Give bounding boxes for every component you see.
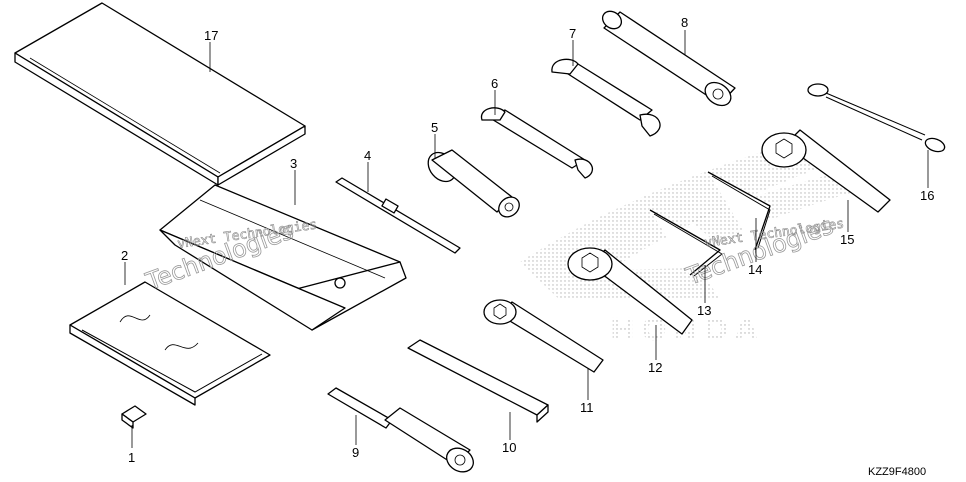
callout-6: 6 [491, 76, 498, 91]
callout-1: 1 [128, 450, 135, 465]
part-3-tool-bag[interactable] [159, 184, 407, 331]
callout-8: 8 [681, 15, 688, 30]
callout-4: 4 [364, 148, 371, 163]
part-2-document-bag[interactable] [69, 281, 271, 406]
callout-17: 17 [204, 28, 218, 43]
callout-5: 5 [431, 120, 438, 135]
diagram-code: KZZ9F4800 [868, 466, 926, 478]
part-15-box-wrench[interactable] [761, 129, 891, 213]
callout-12: 12 [648, 360, 662, 375]
part-11-box-wrench[interactable] [483, 299, 604, 373]
callout-14: 14 [748, 262, 762, 277]
part-5-screwdriver-handle[interactable] [423, 147, 524, 221]
part-16-cable[interactable] [807, 83, 946, 154]
callout-3: 3 [290, 156, 297, 171]
callout-16: 16 [920, 188, 934, 203]
part-6-open-wrench[interactable] [480, 107, 594, 179]
part-9-plug-socket[interactable] [327, 387, 478, 477]
callout-11: 11 [580, 400, 594, 415]
callout-9: 9 [352, 445, 359, 460]
callout-15: 15 [840, 232, 854, 247]
part-8-plug-wrench[interactable] [599, 8, 736, 111]
part-14-hex-key[interactable] [707, 171, 771, 251]
part-17-owners-manual[interactable] [14, 2, 306, 186]
part-13-hex-key[interactable] [649, 209, 723, 277]
part-1-clip[interactable] [121, 405, 147, 429]
callout-7: 7 [569, 26, 576, 41]
part-10-handle-bar[interactable] [407, 339, 549, 423]
callout-2: 2 [121, 248, 128, 263]
part-4-screwdriver-blade[interactable] [335, 177, 461, 254]
part-7-open-wrench[interactable] [551, 58, 661, 137]
part-12-box-wrench[interactable] [567, 247, 693, 335]
leader-lines [124, 30, 929, 448]
callout-10: 10 [502, 440, 516, 455]
callout-13: 13 [697, 303, 711, 318]
